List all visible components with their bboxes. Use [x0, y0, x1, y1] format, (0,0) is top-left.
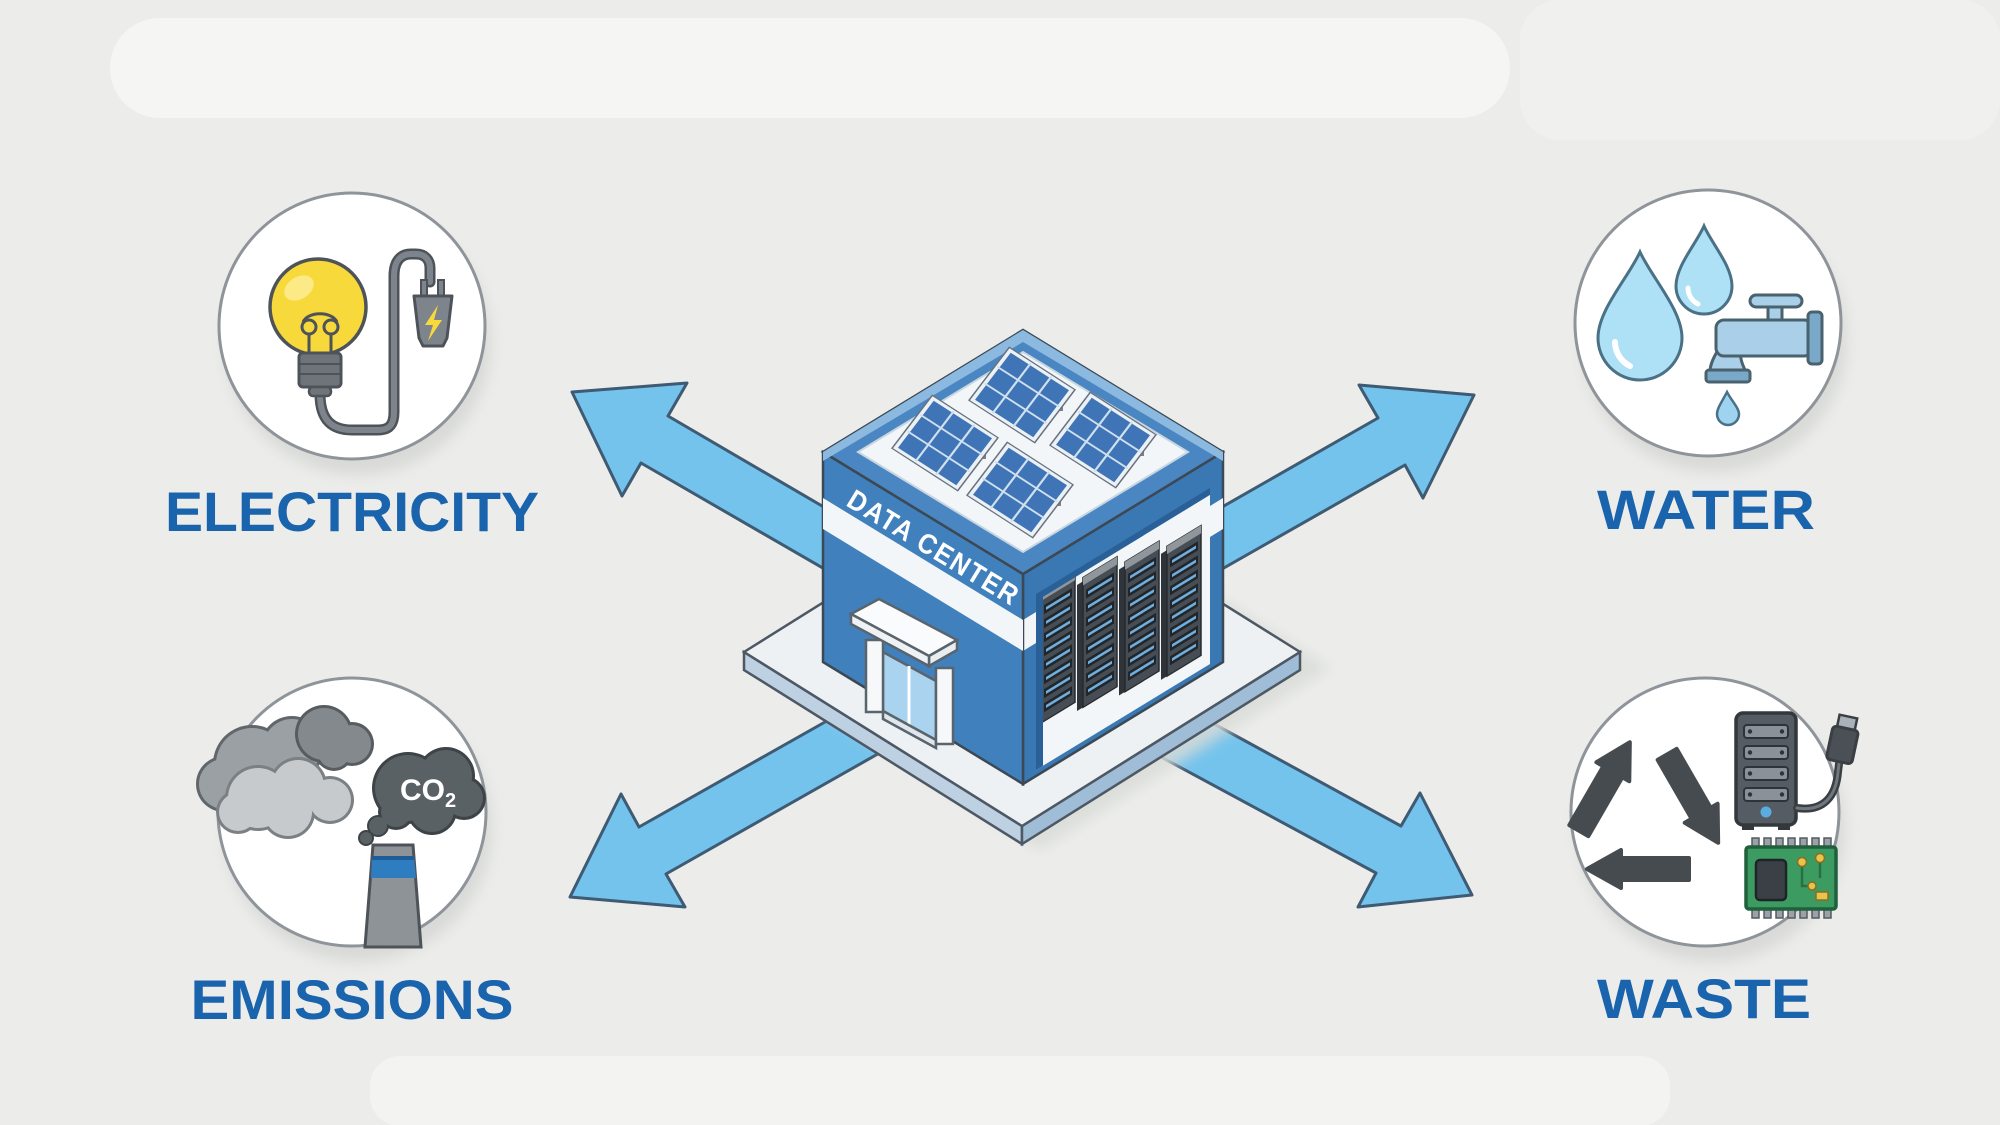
- usb-cable-icon: [1793, 713, 1860, 813]
- co2-clouds-smokestack-icon: CO2: [196, 705, 486, 949]
- background-highlight-band-bottom: [370, 1056, 1670, 1125]
- drop-highlight: [1612, 339, 1633, 369]
- co2-text-main: CO: [400, 774, 445, 807]
- bulb-highlight: [284, 275, 314, 301]
- left-face-white-band: [823, 498, 1023, 651]
- opening-top-frame-edge: [1036, 487, 1210, 602]
- faucet-flange: [1806, 310, 1824, 366]
- lightning-bolt-icon: [425, 305, 442, 341]
- pcb-chip: [1754, 858, 1788, 902]
- data-center-building: DATA CENTER: [820, 328, 1226, 787]
- power-led: [1760, 806, 1772, 818]
- recycle-ewaste-icon: [1567, 711, 1860, 919]
- faucet-handle: [1748, 293, 1804, 309]
- door-step: [881, 708, 938, 751]
- faucet-icon: [1704, 293, 1824, 384]
- water-drip: [1715, 389, 1741, 427]
- entrance-door: [848, 597, 960, 751]
- recycle-icon: [1567, 740, 1721, 890]
- door-post-left: [864, 638, 885, 714]
- smokestack-band: [371, 858, 416, 878]
- co2-label: CO2: [400, 774, 456, 812]
- right-band-stub-left: [1023, 612, 1036, 651]
- co2-text-sub: 2: [445, 790, 456, 812]
- server-rack: [1119, 539, 1160, 696]
- cloud-icon: [295, 705, 374, 771]
- drop-highlight: [1685, 285, 1701, 307]
- building-roof: [820, 328, 1226, 576]
- right-band-stub-right: [1210, 498, 1223, 537]
- water-drops-faucet-icon: [1596, 222, 1824, 427]
- faucet-body: [1714, 318, 1814, 358]
- server-racks: [1036, 487, 1210, 771]
- electricity-node: ELECTRICITY: [165, 191, 539, 543]
- emissions-label: EMISSIONS: [191, 968, 514, 1031]
- faucet-spout-tip: [1704, 368, 1752, 384]
- usb-plug-body: [1825, 724, 1860, 766]
- cloud-icon: [216, 757, 354, 839]
- bulb-glass: [268, 257, 368, 357]
- server-rack: [1161, 524, 1202, 680]
- electricity-label: ELECTRICITY: [165, 480, 539, 543]
- plug-prong: [437, 279, 445, 297]
- door-canopy-side: [849, 611, 931, 669]
- circuit-board-icon: [1744, 837, 1838, 919]
- water-node: WATER: [1573, 188, 1847, 541]
- power-cord: [317, 251, 433, 433]
- waste-label: WASTE: [1597, 967, 1811, 1030]
- bulb-base: [297, 351, 343, 389]
- background-highlight-band-top: [110, 18, 1510, 118]
- smokestack: [363, 843, 423, 949]
- emissions-node: CO2 EMISSIONS: [191, 676, 514, 1031]
- plug-prong: [420, 279, 428, 297]
- door-post-right: [934, 666, 955, 746]
- server-tower-icon: [1734, 711, 1798, 830]
- plug-icon: [412, 279, 454, 348]
- server-rack: [1077, 555, 1118, 712]
- background-highlight-corner: [1520, 0, 2000, 140]
- waste-node: WASTE: [1567, 676, 1860, 1030]
- lightbulb-plug-icon: [268, 248, 454, 436]
- co2-cloud-icon: CO2: [358, 747, 486, 846]
- water-label: WATER: [1597, 478, 1815, 541]
- building-right-face: [1021, 449, 1225, 787]
- bulb-filament: [300, 312, 340, 352]
- opening-left-frame-edge: [1036, 587, 1043, 771]
- water-drop-large: [1596, 248, 1684, 382]
- bulb-base-tip: [307, 385, 333, 398]
